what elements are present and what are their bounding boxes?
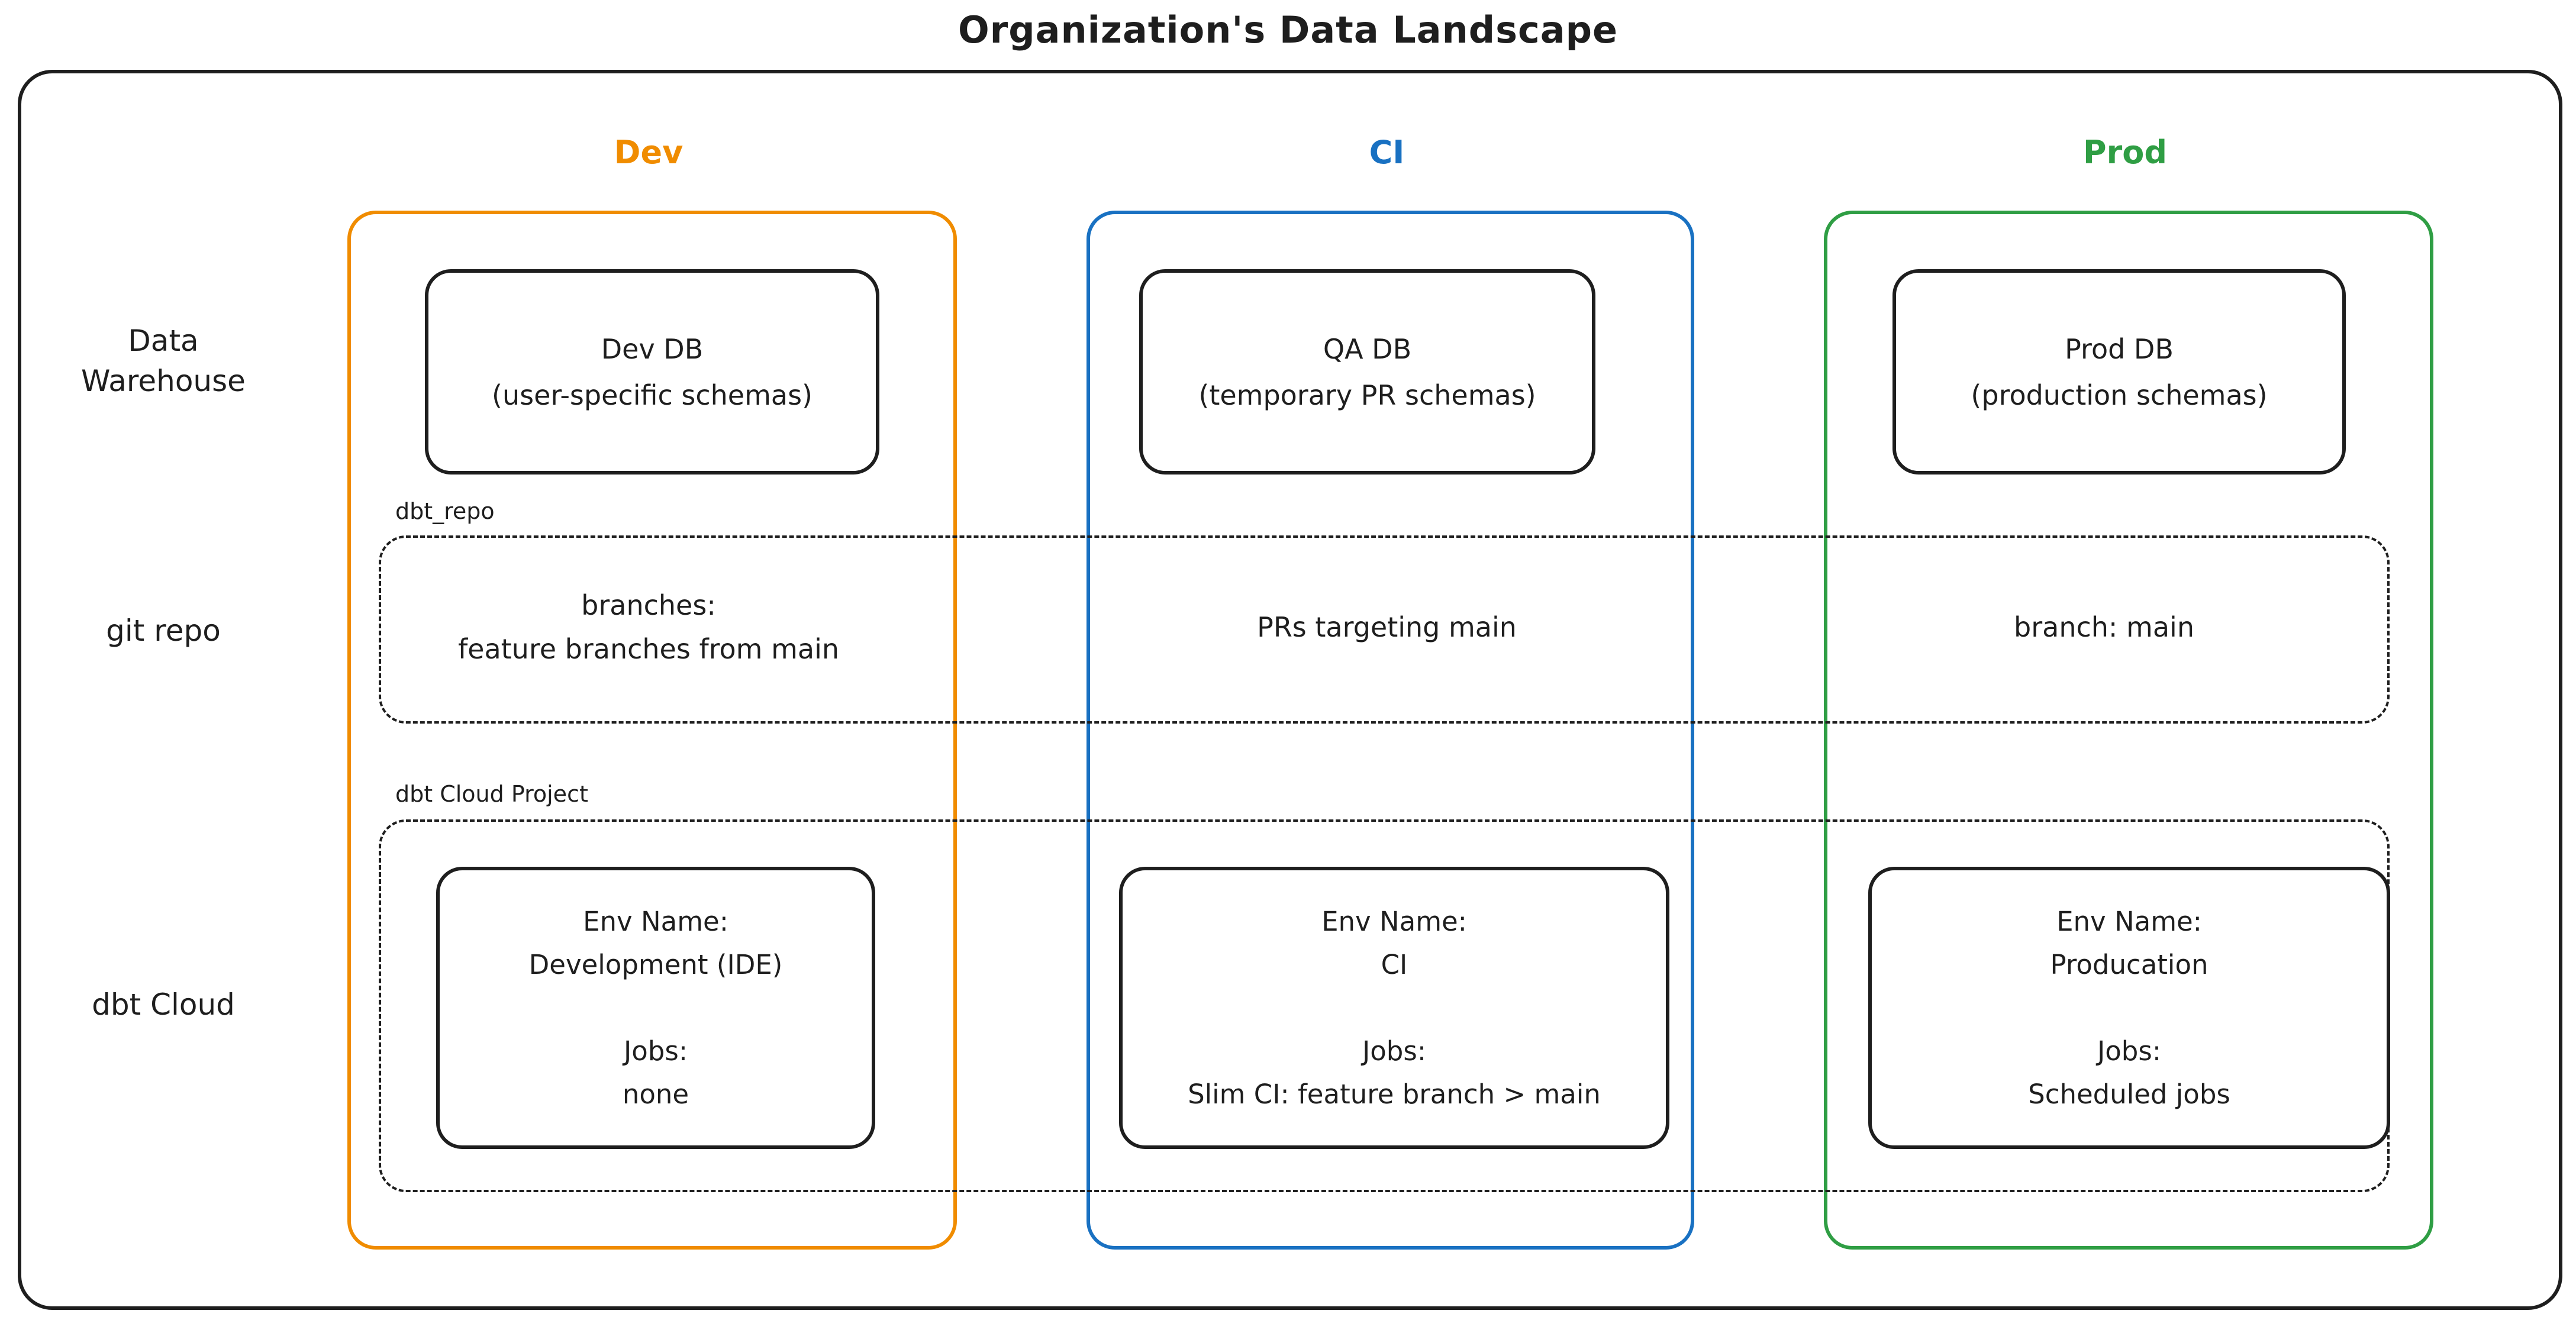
env-name-label: Env Name:: [2056, 906, 2202, 937]
prod-db-name: Prod DB: [2065, 333, 2174, 365]
jobs-value: none: [622, 1079, 689, 1110]
prod-db-box: Prod DB (production schemas): [1892, 269, 2346, 474]
dbt-cloud-band-label: dbt Cloud Project: [395, 781, 588, 807]
env-name-label: Env Name:: [583, 906, 728, 937]
git-repo-cell-prod: branch: main: [2014, 611, 2194, 643]
row-label-git-repo: git repo: [106, 614, 221, 648]
diagram-frame: [18, 70, 2562, 1310]
dev-db-name: Dev DB: [601, 333, 704, 365]
page-title: Organization's Data Landscape: [957, 8, 1619, 51]
dbt-env-box-dev: Env Name: Development (IDE) Jobs: none: [436, 867, 875, 1149]
dev-column-box: [347, 211, 957, 1250]
jobs-value: Slim CI: feature branch > main: [1188, 1079, 1601, 1110]
ci-column-box: [1087, 211, 1694, 1250]
dev-db-detail: (user-specific schemas): [492, 379, 813, 411]
jobs-label: Jobs:: [1362, 1035, 1426, 1067]
row-label-data-warehouse: Data Warehouse: [81, 324, 246, 398]
column-header-prod: Prod: [2083, 134, 2167, 171]
qa-db-name: QA DB: [1323, 333, 1412, 365]
env-name-value: Producation: [2050, 949, 2209, 980]
row-label-dbt-cloud: dbt Cloud: [92, 987, 235, 1022]
jobs-label: Jobs:: [624, 1035, 688, 1067]
git-repo-band-label: dbt_repo: [395, 498, 495, 524]
dbt-env-box-ci: Env Name: CI Jobs: Slim CI: feature bran…: [1119, 867, 1669, 1149]
env-name-label: Env Name:: [1321, 906, 1467, 937]
column-header-dev: Dev: [614, 134, 684, 171]
git-repo-cell-ci: PRs targeting main: [1257, 611, 1517, 643]
prod-db-detail: (production schemas): [1971, 379, 2268, 411]
jobs-value: Scheduled jobs: [2028, 1079, 2230, 1110]
column-header-ci: CI: [1369, 134, 1405, 171]
dev-db-box: Dev DB (user-specific schemas): [425, 269, 879, 474]
git-repo-cell-dev: branches: feature branches from main: [457, 589, 840, 665]
qa-db-box: QA DB (temporary PR schemas): [1139, 269, 1595, 474]
dbt-env-box-prod: Env Name: Producation Jobs: Scheduled jo…: [1868, 867, 2390, 1149]
jobs-label: Jobs:: [2097, 1035, 2161, 1067]
env-name-value: CI: [1381, 949, 1408, 980]
git-repo-band: [379, 535, 2390, 724]
env-name-value: Development (IDE): [528, 949, 783, 980]
prod-column-box: [1824, 211, 2433, 1250]
qa-db-detail: (temporary PR schemas): [1198, 379, 1536, 411]
